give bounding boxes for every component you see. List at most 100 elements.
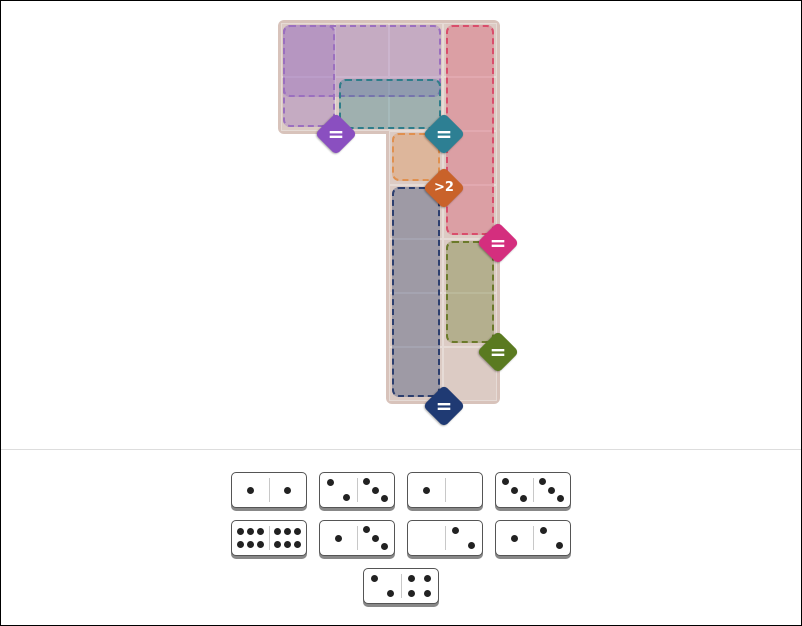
domino-pip (294, 527, 302, 535)
domino-pip (326, 479, 334, 487)
domino-tile[interactable] (495, 472, 571, 508)
domino-pip (557, 495, 565, 502)
domino-right-half (533, 521, 570, 555)
puzzle-board-area: = = >2 = = = (1, 1, 801, 449)
domino-pip (381, 495, 389, 502)
region-olive (446, 241, 494, 343)
domino-divider (533, 478, 534, 502)
domino-pip (511, 486, 518, 494)
domino-pip (548, 486, 555, 494)
domino-pip (335, 534, 342, 542)
domino-left-half (496, 473, 533, 507)
constraint-badge-navy: = (422, 384, 466, 428)
domino-left-half (408, 521, 445, 555)
domino-pip (273, 527, 281, 535)
region-navy (392, 187, 440, 397)
domino-right-half (445, 521, 482, 555)
domino-pip (424, 575, 432, 583)
domino-left-half (320, 521, 357, 555)
domino-pip (520, 495, 528, 502)
section-divider (1, 449, 801, 450)
domino-pip (556, 541, 564, 549)
board-cell[interactable] (389, 293, 443, 347)
domino-divider (357, 478, 358, 502)
domino-right-half (357, 521, 394, 555)
domino-pip (273, 541, 281, 549)
domino-tray (1, 450, 801, 625)
domino-divider (269, 526, 270, 550)
domino-left-half (364, 569, 401, 603)
constraint-label: >2 (434, 180, 454, 195)
domino-pip (294, 541, 302, 549)
domino-pip (284, 486, 291, 494)
domino-divider (533, 526, 534, 550)
domino-right-half (533, 473, 570, 507)
domino-tile[interactable] (231, 472, 307, 508)
domino-pip (407, 589, 415, 597)
domino-pip (236, 527, 244, 535)
domino-divider (445, 478, 446, 502)
constraint-badge-red: = (476, 221, 520, 265)
domino-pip (370, 575, 378, 583)
board-cell[interactable] (389, 239, 443, 293)
domino-pip (451, 527, 459, 535)
domino-divider (357, 526, 358, 550)
domino-left-half (232, 521, 269, 555)
board-cell[interactable] (335, 23, 389, 77)
domino-pip (362, 478, 370, 485)
domino-divider (445, 526, 446, 550)
domino-divider (269, 478, 270, 502)
domino-pip (236, 541, 244, 549)
region-purple (283, 25, 335, 127)
domino-pip (372, 534, 379, 542)
constraint-label: = (435, 122, 453, 146)
domino-pip (407, 575, 415, 583)
constraint-label: = (435, 394, 453, 418)
constraint-label: = (489, 340, 507, 364)
board-cell[interactable] (281, 23, 335, 77)
domino-pip (511, 534, 518, 542)
domino-pip (257, 527, 265, 535)
constraint-badge-purple: = (314, 112, 358, 156)
domino-tile[interactable] (319, 472, 395, 508)
region-teal (339, 79, 441, 129)
domino-left-half (232, 473, 269, 507)
constraint-badge-teal: = (422, 112, 466, 156)
domino-pip (424, 589, 432, 597)
domino-left-half (320, 473, 357, 507)
domino-pip (257, 541, 265, 549)
constraint-badge-orange: >2 (422, 166, 466, 210)
domino-pip (247, 527, 254, 535)
region-purple (283, 25, 441, 97)
domino-tile[interactable] (319, 520, 395, 556)
domino-left-half (496, 521, 533, 555)
domino-pip (468, 541, 476, 549)
domino-pip (387, 589, 395, 597)
domino-pip (381, 543, 389, 550)
domino-left-half (408, 473, 445, 507)
constraint-label: = (489, 231, 507, 255)
domino-tile[interactable] (363, 568, 439, 604)
domino-pip (343, 493, 351, 501)
board-cell[interactable] (443, 23, 497, 77)
domino-tile[interactable] (407, 472, 483, 508)
domino-pip (501, 478, 509, 485)
domino-right-half (401, 569, 438, 603)
domino-pip (539, 527, 547, 535)
constraint-badge-olive: = (476, 330, 520, 374)
constraint-label: = (327, 122, 345, 146)
domino-divider (401, 574, 402, 598)
domino-pip (247, 541, 254, 549)
domino-pip (247, 486, 254, 494)
board-cell[interactable] (389, 23, 443, 77)
domino-pip (538, 478, 546, 485)
domino-right-half (269, 521, 306, 555)
domino-pip (372, 486, 379, 494)
domino-right-half (357, 473, 394, 507)
domino-tile[interactable] (407, 520, 483, 556)
domino-tile[interactable] (231, 520, 307, 556)
domino-pip (284, 541, 291, 549)
domino-tile[interactable] (495, 520, 571, 556)
domino-pip (423, 486, 430, 494)
